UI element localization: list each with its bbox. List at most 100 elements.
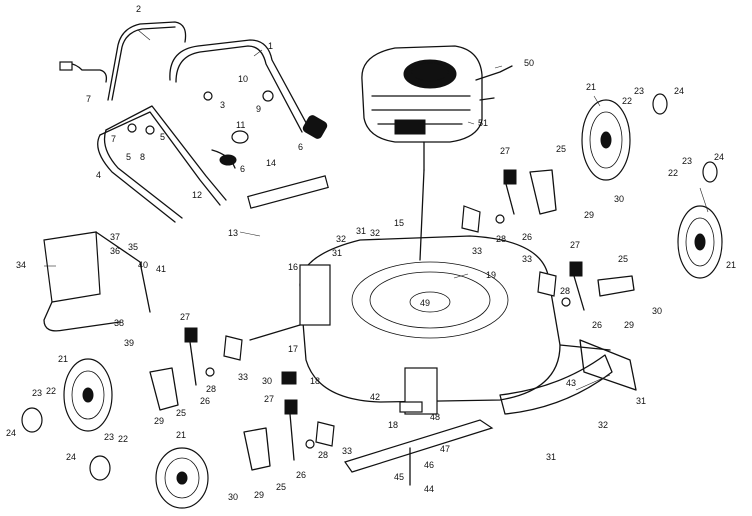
- label-part-21a: 21: [586, 82, 596, 92]
- label-part-27b: 27: [570, 240, 580, 250]
- label-part-32c: 32: [598, 420, 608, 430]
- label-part-24b: 24: [714, 152, 724, 162]
- label-part-30d: 30: [228, 492, 238, 502]
- label-part-22c: 22: [46, 386, 56, 396]
- label-part-30c: 30: [262, 376, 272, 386]
- hubcap: [702, 161, 718, 183]
- label-part-18a: 18: [310, 376, 320, 386]
- label-part-9: 9: [256, 104, 261, 114]
- label-part-6a: 6: [240, 164, 245, 174]
- label-part-33b: 33: [522, 254, 532, 264]
- handle-assembly: [59, 21, 328, 223]
- label-part-21c: 21: [58, 354, 68, 364]
- label-part-51: 51: [478, 118, 488, 128]
- label-part-27c: 27: [180, 312, 190, 322]
- label-part-44: 44: [424, 484, 434, 494]
- label-part-26a: 26: [522, 232, 532, 242]
- deflector: [579, 339, 637, 391]
- label-part-28b: 28: [560, 286, 570, 296]
- label-part-25a: 25: [556, 144, 566, 154]
- label-part-7a: 7: [86, 94, 91, 104]
- label-part-27d: 27: [264, 394, 274, 404]
- label-part-22b: 22: [668, 168, 678, 178]
- label-part-16: 16: [288, 262, 298, 272]
- label-part-5b: 5: [160, 132, 165, 142]
- label-part-21d: 21: [176, 430, 186, 440]
- label-part-30a: 30: [614, 194, 624, 204]
- engine: [361, 45, 513, 171]
- label-part-32b: 32: [370, 228, 380, 238]
- label-part-32a: 32: [336, 234, 346, 244]
- label-part-33a: 33: [472, 246, 482, 256]
- label-part-12: 12: [192, 190, 202, 200]
- label-part-28d: 28: [318, 450, 328, 460]
- label-part-47: 47: [440, 444, 450, 454]
- label-part-18b: 18: [388, 420, 398, 430]
- label-part-28c: 28: [206, 384, 216, 394]
- grass-catcher-frame: [43, 231, 151, 332]
- label-part-23a: 23: [634, 86, 644, 96]
- label-part-24a: 24: [674, 86, 684, 96]
- label-part-29d: 29: [254, 490, 264, 500]
- wheel-rear-right: [677, 205, 723, 279]
- hardware: [205, 175, 571, 486]
- wheel-front-left: [63, 358, 113, 432]
- label-part-13: 13: [228, 228, 238, 238]
- label-part-37: 37: [110, 232, 120, 242]
- label-part-7b: 7: [111, 134, 116, 144]
- label-part-2: 2: [136, 4, 141, 14]
- label-part-26c: 26: [200, 396, 210, 406]
- label-part-35: 35: [128, 242, 138, 252]
- mower-deck: [249, 169, 611, 415]
- label-part-14: 14: [266, 158, 276, 168]
- label-part-26d: 26: [296, 470, 306, 480]
- part-number-labels: 1 2 3 4 5 5 6 6 7 7 8 9 10 11 12 13 14 1…: [6, 4, 736, 502]
- label-part-34: 34: [16, 260, 26, 270]
- label-part-10: 10: [238, 74, 248, 84]
- label-part-41: 41: [156, 264, 166, 274]
- wheel-front-right: [581, 99, 631, 181]
- height-adjusters: [184, 169, 585, 461]
- wheel-rear-left: [155, 447, 209, 509]
- hubcap: [89, 455, 111, 481]
- label-part-42: 42: [370, 392, 380, 402]
- label-part-21b: 21: [726, 260, 736, 270]
- label-part-25d: 25: [276, 482, 286, 492]
- label-part-3: 3: [220, 100, 225, 110]
- label-part-23b: 23: [682, 156, 692, 166]
- label-part-25c: 25: [176, 408, 186, 418]
- leader-lines: [44, 29, 709, 391]
- label-part-23c: 23: [32, 388, 42, 398]
- label-part-15: 15: [394, 218, 404, 228]
- label-part-33c: 33: [238, 372, 248, 382]
- label-part-19: 19: [486, 270, 496, 280]
- label-part-31b: 31: [332, 248, 342, 258]
- label-part-22a: 22: [622, 96, 632, 106]
- label-part-31a: 31: [356, 226, 366, 236]
- label-part-33d: 33: [342, 446, 352, 456]
- label-part-46: 46: [424, 460, 434, 470]
- label-part-28a: 28: [496, 234, 506, 244]
- label-part-29b: 29: [624, 320, 634, 330]
- label-part-49: 49: [420, 298, 430, 308]
- label-part-1: 1: [268, 41, 273, 51]
- label-part-27a: 27: [500, 146, 510, 156]
- label-part-24c: 24: [6, 428, 16, 438]
- label-part-30b: 30: [652, 306, 662, 316]
- label-part-48: 48: [430, 412, 440, 422]
- blade: [344, 419, 494, 473]
- baffle: [499, 354, 613, 415]
- label-part-50: 50: [524, 58, 534, 68]
- hubcap: [652, 93, 668, 115]
- label-part-24d: 24: [66, 452, 76, 462]
- label-part-11: 11: [236, 120, 245, 130]
- label-part-8: 8: [140, 152, 145, 162]
- label-part-5a: 5: [126, 152, 131, 162]
- label-part-4: 4: [96, 170, 101, 180]
- label-part-31d: 31: [546, 452, 556, 462]
- label-part-22d: 22: [118, 434, 128, 444]
- label-part-29a: 29: [584, 210, 594, 220]
- label-part-26b: 26: [592, 320, 602, 330]
- label-part-29c: 29: [154, 416, 164, 426]
